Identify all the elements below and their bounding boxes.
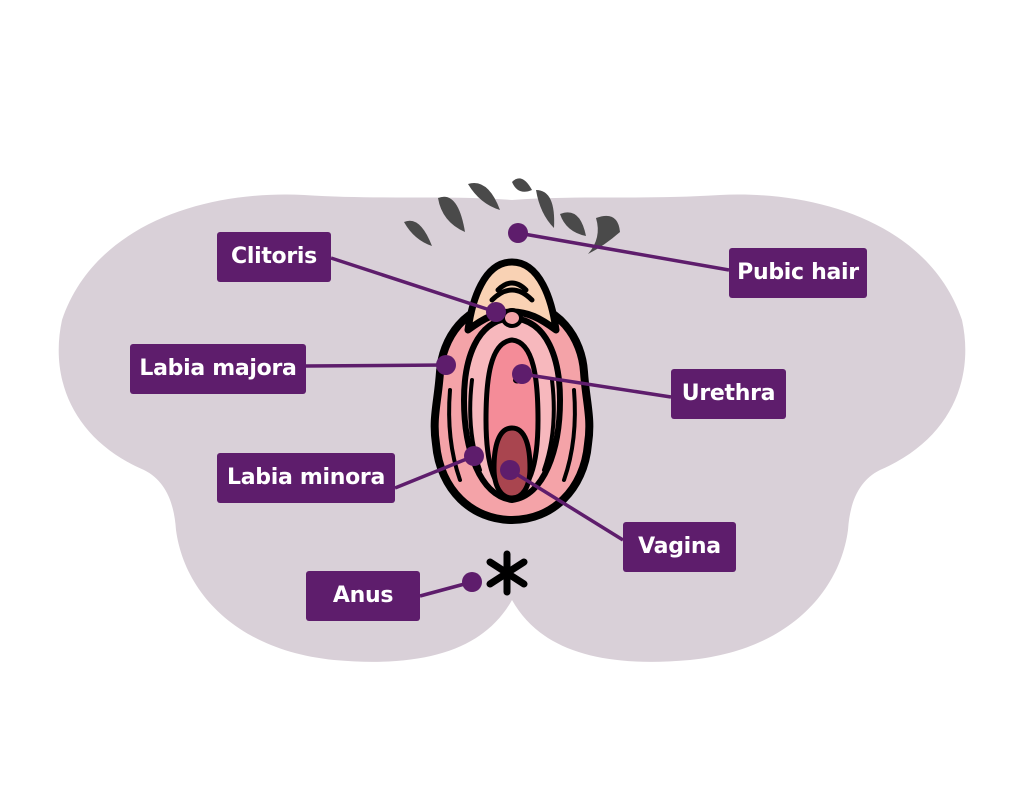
leader-clitoris — [330, 256, 497, 314]
label-urethra: Urethra — [671, 369, 786, 419]
vulva-illustration — [430, 258, 594, 524]
dot-anus — [462, 572, 482, 592]
label-anus: Anus — [306, 571, 420, 621]
label-vagina: Vagina — [623, 522, 736, 572]
dot-labia-majora — [436, 355, 456, 375]
leader-vagina — [509, 468, 624, 542]
leader-urethra — [521, 372, 672, 399]
leader-pubic-hair — [517, 231, 730, 272]
dot-clitoris — [486, 302, 506, 322]
leader-dots — [436, 223, 532, 592]
pubic-hair-icon — [404, 178, 620, 254]
dot-vagina — [500, 460, 520, 480]
label-labia-majora: Labia majora — [130, 344, 306, 394]
label-clitoris: Clitoris — [217, 232, 331, 282]
label-pubic-hair: Pubic hair — [729, 248, 867, 298]
leader-labia-minora — [394, 454, 475, 490]
label-labia-minora: Labia minora — [217, 453, 395, 503]
dot-pubic-hair — [508, 223, 528, 243]
dot-urethra — [512, 364, 532, 384]
leader-lines — [305, 231, 730, 598]
anus-icon — [486, 550, 528, 596]
leader-labia-majora — [305, 363, 447, 368]
dot-labia-minora — [464, 446, 484, 466]
